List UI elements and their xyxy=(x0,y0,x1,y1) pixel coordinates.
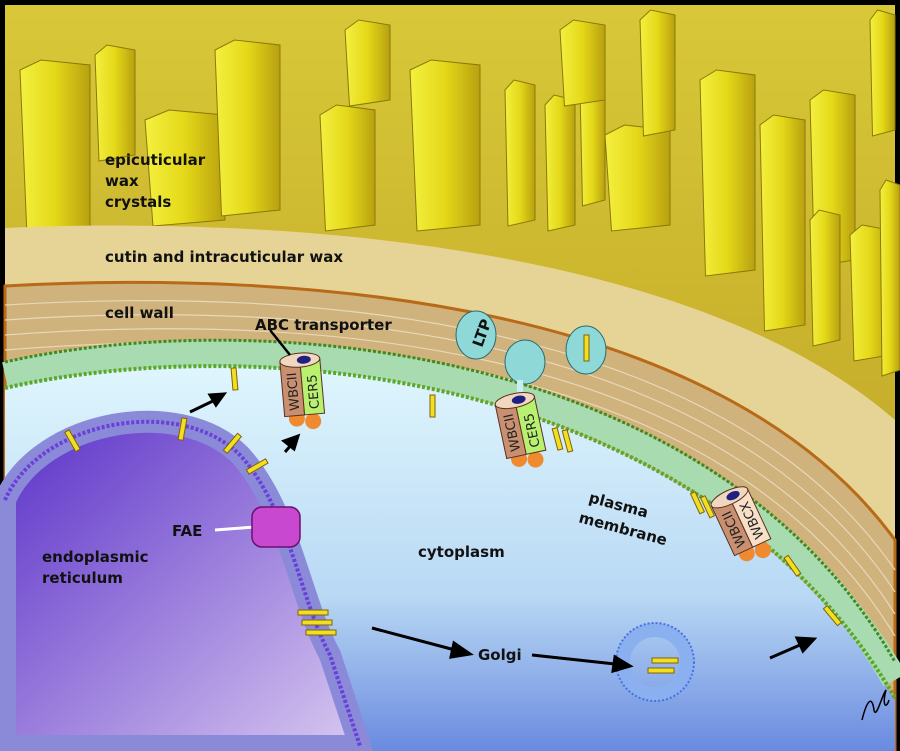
wax-crystal xyxy=(604,124,671,232)
fae-enzyme xyxy=(214,506,301,548)
cell-wall-fiber xyxy=(4,314,896,593)
cell-wall-fiber xyxy=(4,328,896,615)
wax-crystal xyxy=(809,209,841,347)
wax-crystal xyxy=(504,79,536,227)
label-abc-transporter: ABC transporter xyxy=(255,316,392,334)
label-wax: wax xyxy=(105,172,139,190)
ltp-proteins xyxy=(455,310,607,402)
label-crystals: crystals xyxy=(105,193,171,211)
wax-crystal xyxy=(19,59,91,237)
label-endoplasmic: endoplasmic xyxy=(42,548,149,566)
wax-crystal xyxy=(759,114,806,332)
wax-crystal xyxy=(639,9,676,137)
wax-crystal xyxy=(214,39,281,217)
label-epicuticular: epicuticular xyxy=(105,151,206,169)
golgi-vesicle-outer xyxy=(615,622,695,702)
transporter-subunit-b: CER5 xyxy=(522,412,544,449)
plasma-membrane-bilayer xyxy=(2,340,900,687)
wax-crystal xyxy=(409,59,481,232)
plasma-membrane-outer-heads xyxy=(4,338,897,663)
label-cutin: cutin and intracuticular wax xyxy=(105,248,343,266)
label-golgi: Golgi xyxy=(478,646,522,664)
label-cell-wall: cell wall xyxy=(105,304,174,322)
er-membrane-heads xyxy=(3,419,362,747)
label-fae: FAE xyxy=(172,522,202,540)
wax-crystal xyxy=(559,19,606,107)
transporter-subunit-a: WBCII xyxy=(285,372,303,411)
fae-shape xyxy=(251,506,301,548)
wax-crystal xyxy=(699,69,756,277)
wax-crystal xyxy=(544,94,576,232)
wax-crystal xyxy=(94,44,136,162)
wax-crystal xyxy=(879,179,900,377)
arrows xyxy=(189,329,818,674)
label-reticulum: reticulum xyxy=(42,569,123,587)
epicuticular-wax-crystals xyxy=(19,9,900,377)
artist-signature xyxy=(861,689,890,721)
transporter-subunit-b: CER5 xyxy=(305,374,323,410)
wax-crystal xyxy=(869,9,896,137)
wax-molecules xyxy=(64,367,843,674)
wax-crystal xyxy=(344,19,391,107)
wax-crystal xyxy=(319,104,376,232)
label-cytoplasm: cytoplasm xyxy=(418,543,505,561)
